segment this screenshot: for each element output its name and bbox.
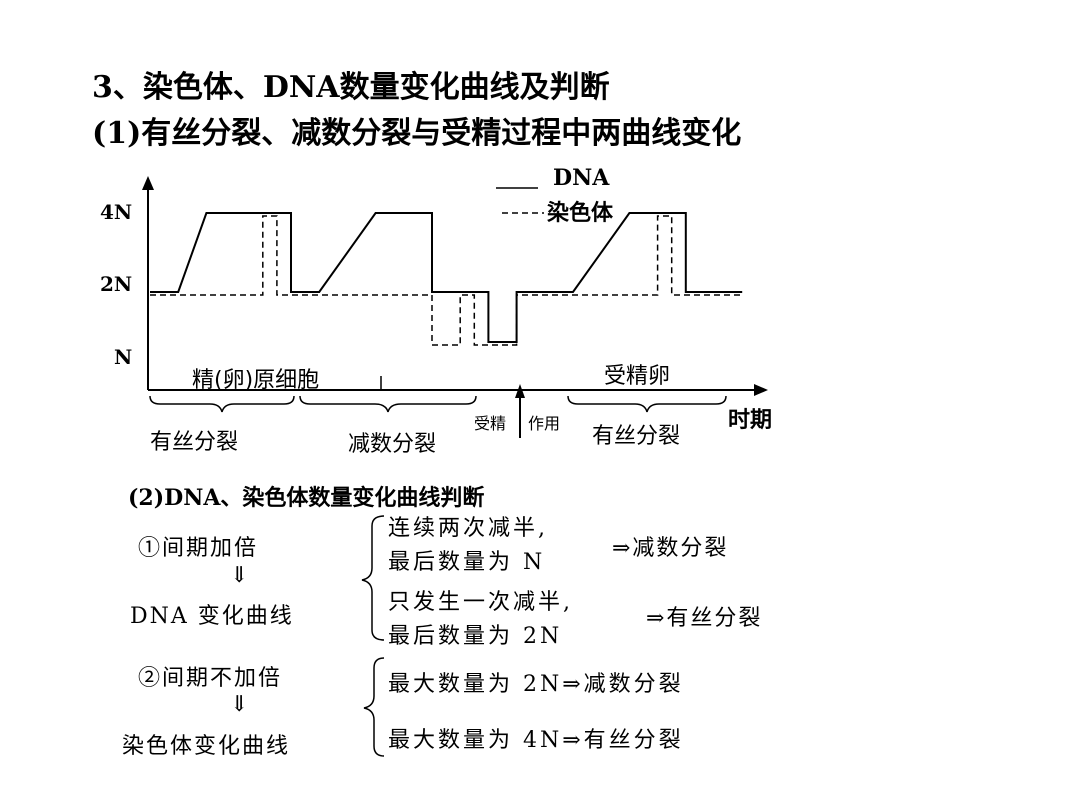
brace-chromosome-rules (363, 657, 385, 757)
label-mitosis-2: 有丝分裂 (592, 424, 681, 449)
chromosome-curve-label: 染色体变化曲线 (122, 734, 291, 759)
brace-dna-rules (361, 515, 385, 641)
dna-case1-result: ⇒减数分裂 (612, 536, 729, 561)
chromosome-premise: ②间期不加倍 (138, 666, 283, 691)
dna-case2-line1: 只发生一次减半, (388, 590, 573, 615)
dna-case2-line2: 最后数量为 2N (388, 624, 563, 649)
y-tick-2n: 2N (100, 272, 133, 296)
legend-dna-label: DNA (553, 165, 610, 191)
dna-case1-line1: 连续两次减半, (388, 516, 548, 541)
slide-heading: 3、染色体、DNA数量变化曲线及判断 (92, 70, 610, 105)
y-axis-arrow (142, 176, 154, 190)
label-zygote: 受精卵 (604, 364, 671, 389)
label-mitosis-1: 有丝分裂 (150, 430, 239, 455)
dna-case1-line2: 最后数量为 N (388, 550, 546, 575)
slide-subheading: (1)有丝分裂、减数分裂与受精过程中两曲线变化 (92, 116, 742, 151)
x-axis-arrow (754, 384, 768, 396)
chromosome-case1: 最大数量为 2N⇒减数分裂 (388, 672, 684, 697)
fertilization-arrow-head (515, 384, 525, 398)
brace-mitosis-1 (149, 395, 295, 413)
label-fertilization-a: 受精 (474, 414, 507, 433)
dna-premise: ①间期加倍 (138, 536, 259, 561)
dna-arrow: ⇓ (230, 563, 249, 588)
chromosome-arrow: ⇓ (230, 692, 249, 717)
y-tick-4n: 4N (100, 200, 133, 224)
dna-case2-result: ⇒有丝分裂 (646, 606, 763, 631)
brace-mitosis-2 (567, 395, 727, 413)
label-meiosis: 减数分裂 (348, 432, 437, 457)
dna-curve (150, 212, 743, 343)
x-axis-label: 时期 (728, 408, 773, 433)
rules-section-title: (2)DNA、染色体数量变化曲线判断 (128, 485, 485, 511)
chromosome-curve (150, 215, 743, 346)
brace-meiosis (299, 395, 477, 413)
label-spermatogonium: 精(卵)原细胞 (192, 368, 320, 393)
dna-curve-label: DNA 变化曲线 (130, 604, 294, 629)
chromosome-case2: 最大数量为 4N⇒有丝分裂 (388, 728, 684, 753)
label-fertilization-b: 作用 (528, 414, 561, 433)
y-tick-n: N (114, 345, 133, 369)
legend-chromosome-label: 染色体 (547, 200, 614, 226)
